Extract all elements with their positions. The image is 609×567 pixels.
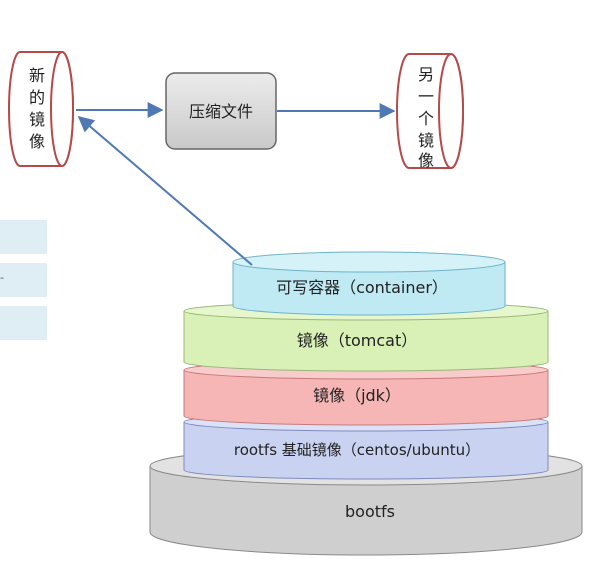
another-image-char-4: 镜 [418,131,434,150]
sidebar-tab-3[interactable] [0,306,47,340]
new-image-cylinder: 新 的 镜 像 [8,51,74,167]
another-image-char-1: 另 [418,65,434,84]
bootfs-label: bootfs [345,502,395,521]
new-image-char-3: 镜 [29,110,45,129]
sidebar-tab-2[interactable]: - [0,263,47,297]
another-image-char-5: 像 [418,151,434,170]
jdk-label: 镜像（jdk） [313,386,401,405]
sidebar-tab-1[interactable] [0,220,47,254]
new-image-char-2: 的 [29,88,45,107]
new-image-char-1: 新 [29,66,45,85]
another-image-char-2: 一 [418,87,434,106]
compress-label: 压缩文件 [189,102,253,121]
tomcat-label: 镜像（tomcat） [297,331,418,350]
container-layer: 可写容器（container） [232,251,506,316]
container-label: 可写容器（container） [276,278,448,297]
new-image-char-4: 像 [29,132,45,151]
compress-box: 压缩文件 [165,72,277,150]
another-image-cylinder: 另 一 个 镜 像 [396,53,464,170]
arrow-container-to-new [77,115,253,266]
rootfs-label: rootfs 基础镜像（centos/ubuntu） [234,441,480,459]
another-image-char-3: 个 [418,109,434,128]
